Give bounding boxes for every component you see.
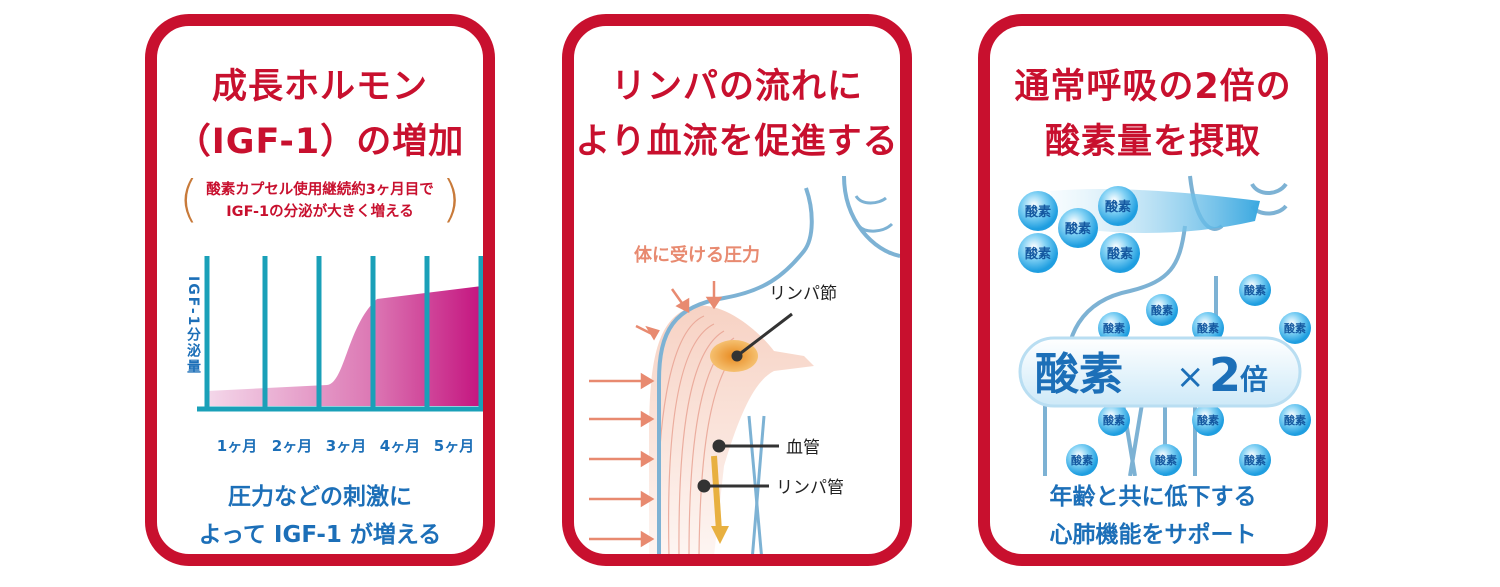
right-paren: ) (441, 170, 461, 228)
svg-text:酸素: 酸素 (1284, 321, 1306, 335)
lymph-flow-arrow (711, 455, 722, 532)
oxygen-bubble: 酸素 (1098, 312, 1130, 344)
oxygen-bubble: 酸素 (1192, 404, 1224, 436)
svg-text:酸素: 酸素 (1025, 204, 1051, 220)
svg-text:酸素: 酸素 (1035, 349, 1123, 400)
note-text: 酸素カプセル使用継続約3ヶ月目で IGF-1の分泌が大きく増える (206, 182, 434, 220)
lymph-card: リンパの流れに より血流を促進する (562, 14, 912, 566)
oxygen-bubble: 酸素 (1239, 274, 1271, 306)
month-label: 1ヶ月 (217, 437, 257, 455)
pressure-label: 体に受ける圧力 (634, 244, 760, 266)
svg-text:酸素: 酸素 (1103, 413, 1125, 427)
oxygen-card: 通常呼吸の2倍の 酸素量を摂取 (978, 14, 1328, 566)
oxygen-illustration: 酸素 酸素 酸素 酸素 酸素 酸素 酸素 酸素 酸素 酸素 酸素 酸素 酸素 酸… (1018, 175, 1311, 476)
oxygen-bubble: 酸素 (1279, 312, 1311, 344)
oxygen-times-two-badge: 酸素 × 2 倍 (1018, 336, 1302, 408)
oxygen-bubble: 酸素 (1018, 191, 1058, 231)
bottom-text: 年齢と共に低下する 心肺機能をサポート (1049, 484, 1257, 548)
oxygen-bubble: 酸素 (1150, 444, 1182, 476)
blood-vessel (747, 415, 763, 554)
oxygen-bubble: 酸素 (1098, 404, 1130, 436)
svg-text:酸素: 酸素 (1025, 246, 1051, 262)
oxygen-bubble: 酸素 (1146, 294, 1178, 326)
svg-text:酸素: 酸素 (1197, 413, 1219, 427)
oxygen-bubble: 酸素 (1058, 208, 1098, 248)
card-title: リンパの流れに より血流を促進する (575, 67, 899, 162)
svg-text:酸素: 酸素 (1151, 303, 1173, 317)
svg-text:酸素: 酸素 (1197, 321, 1219, 335)
month-label: 5ヶ月 (434, 437, 474, 455)
vessel-label: 血管 (786, 438, 820, 458)
oxygen-bubble: 酸素 (1098, 186, 1138, 226)
svg-text:酸素: 酸素 (1071, 453, 1093, 467)
igf1-chart: IGF-1分泌量 1ヶ月 2ヶ月 3ヶ月 4ヶ月 5ヶ月 (185, 256, 483, 455)
lymph-vessel-label: リンパ管 (776, 478, 844, 498)
igf1-area (207, 286, 482, 406)
month-label: 2ヶ月 (272, 437, 312, 455)
oxygen-bubble: 酸素 (1066, 444, 1098, 476)
oxygen-bubble: 酸素 (1279, 404, 1311, 436)
igf1-card: 成長ホルモン （IGF-1）の増加 ( ) 酸素カプセル使用継続約3ヶ月目で I… (145, 14, 495, 566)
oxygen-bubble: 酸素 (1100, 233, 1140, 273)
lymph-illustration: 体に受ける圧力 リンパ節 血管 リンパ管 (589, 175, 900, 554)
card-title: 成長ホルモン （IGF-1）の増加 (175, 67, 465, 162)
y-axis-label: IGF-1分泌量 (185, 276, 201, 375)
oxygen-bubble: 酸素 (1239, 444, 1271, 476)
svg-text:酸素: 酸素 (1284, 413, 1306, 427)
card-title: 通常呼吸の2倍の 酸素量を摂取 (1014, 67, 1292, 162)
left-paren: ( (179, 170, 199, 228)
svg-text:倍: 倍 (1240, 363, 1268, 396)
bottom-text: 圧力などの刺激に よって IGF-1 が増える (198, 484, 442, 548)
month-label: 4ヶ月 (380, 437, 420, 455)
svg-text:酸素: 酸素 (1244, 453, 1266, 467)
svg-text:酸素: 酸素 (1103, 321, 1125, 335)
neck-outline (842, 175, 900, 258)
svg-text:酸素: 酸素 (1107, 246, 1133, 262)
lymph-node-label: リンパ節 (769, 284, 837, 304)
body-outline (657, 187, 814, 554)
svg-text:×: × (1176, 357, 1205, 397)
oxygen-bubble: 酸素 (1018, 233, 1058, 273)
svg-text:酸素: 酸素 (1244, 283, 1266, 297)
svg-text:酸素: 酸素 (1155, 453, 1177, 467)
month-label: 3ヶ月 (326, 437, 366, 455)
svg-text:酸素: 酸素 (1105, 199, 1131, 215)
oxygen-bubble: 酸素 (1192, 312, 1224, 344)
svg-text:酸素: 酸素 (1065, 221, 1091, 237)
svg-text:2: 2 (1209, 348, 1241, 402)
